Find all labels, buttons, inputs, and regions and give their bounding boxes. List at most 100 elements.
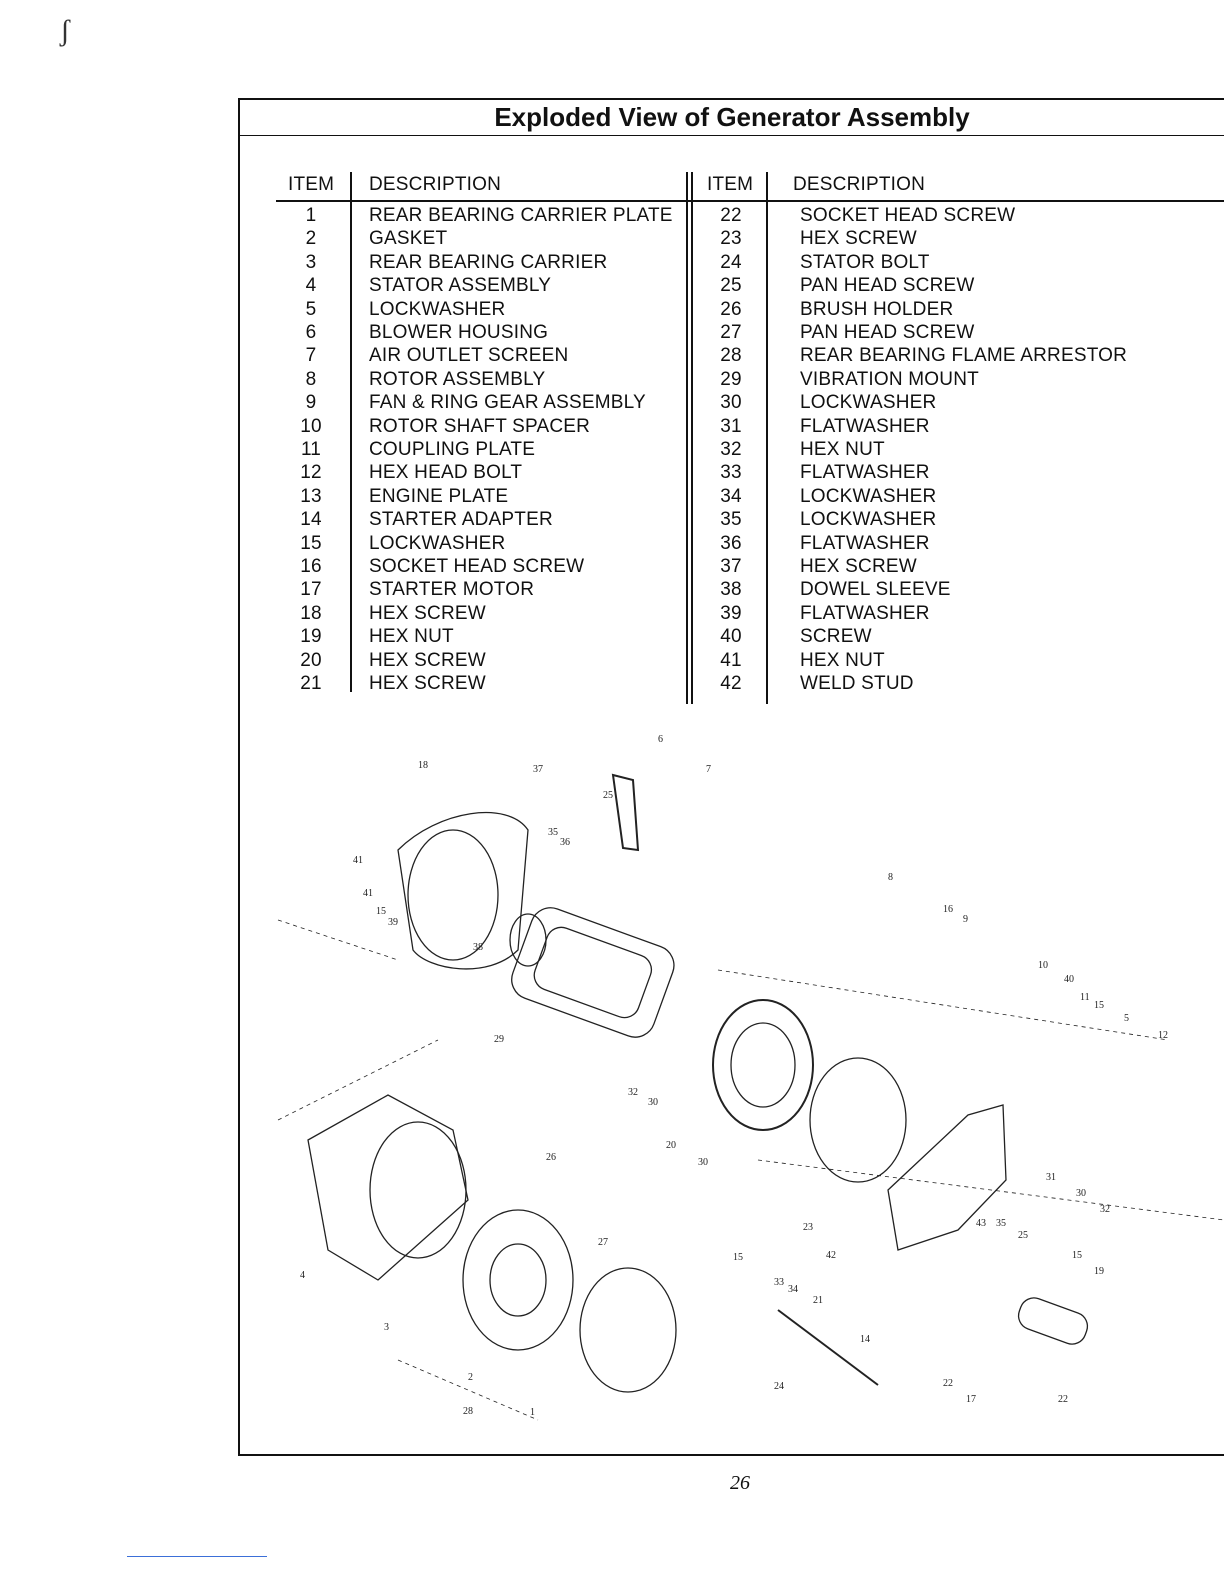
item-number: 29: [720, 368, 742, 390]
blower-housing-opening: [407, 829, 499, 961]
item-number: 11: [300, 439, 322, 460]
item-number: 27: [720, 322, 742, 343]
item-description: WELD STUD: [800, 673, 914, 694]
item-description: HEX SCREW: [369, 649, 486, 671]
item-number: 22: [720, 205, 742, 226]
item-description: BLOWER HOUSING: [369, 322, 549, 343]
rotor-shaft-end: [509, 913, 547, 967]
item-number: 21: [300, 673, 322, 694]
diagram-callout: 16: [943, 904, 953, 915]
column-divider-right: [766, 172, 768, 704]
item-number: 17: [300, 579, 322, 601]
item-description: LOCKWASHER: [800, 392, 937, 414]
item-description: HEX NUT: [369, 626, 454, 648]
item-description: FAN & RING GEAR ASSEMBLY: [369, 392, 646, 414]
diagram-callout: 33: [774, 1277, 784, 1288]
item-description: HEX SCREW: [800, 228, 917, 250]
item-description: STARTER MOTOR: [369, 579, 535, 601]
diagram-callout: 4: [300, 1270, 305, 1281]
diagram-callout: 11: [1080, 992, 1090, 1003]
diagram-callout: 29: [494, 1034, 504, 1045]
diagram-callout: 30: [1076, 1188, 1086, 1199]
diagram-callout: 23: [803, 1222, 813, 1233]
item-description: HEX SCREW: [369, 602, 486, 624]
diagram-callout: 38: [473, 942, 483, 953]
page-number: 26: [730, 1472, 750, 1494]
diagram-callout: 2: [468, 1372, 473, 1383]
item-description: REAR BEARING CARRIER: [369, 251, 608, 273]
item-number: 36: [720, 532, 742, 554]
diagram-callout: 8: [888, 872, 893, 883]
stator-housing-part: [307, 1094, 469, 1281]
item-description: ROTOR ASSEMBLY: [369, 368, 546, 390]
page-title: Exploded View of Generator Assembly: [240, 100, 1224, 136]
blower-housing-part: [397, 811, 529, 970]
diagram-callout: 37: [533, 764, 543, 775]
diagram-callout: 35: [996, 1218, 1006, 1229]
item-number: 38: [720, 579, 742, 601]
item-description: REAR BEARING CARRIER PLATE: [369, 205, 673, 226]
item-number: 12: [300, 462, 322, 484]
diagram-callout: 1: [530, 1407, 535, 1418]
item-number: 41: [720, 649, 742, 671]
item-description: LOCKWASHER: [800, 509, 937, 531]
item-description: VIBRATION MOUNT: [800, 368, 979, 390]
item-number: 23: [720, 228, 742, 250]
column-divider-double-b: [691, 172, 693, 704]
item-description: FLATWASHER: [800, 602, 930, 624]
coupling-plate-part: [809, 1057, 907, 1183]
fan-hub: [730, 1022, 796, 1108]
item-description: DOWEL SLEEVE: [800, 579, 951, 601]
item-description: HEX NUT: [800, 649, 885, 671]
diagram-callout: 41: [353, 855, 363, 866]
diagram-callout: 10: [1038, 960, 1048, 971]
item-description: STARTER ADAPTER: [369, 509, 553, 531]
item-description: SOCKET HEAD SCREW: [800, 205, 1016, 226]
diagram-callout: 21: [813, 1295, 823, 1306]
diagram-callout: 27: [598, 1237, 608, 1248]
item-number: 1: [305, 205, 317, 226]
stator-bolt-part: [777, 1309, 879, 1386]
diagram-callout: 15: [1072, 1250, 1082, 1261]
item-description: LOCKWASHER: [369, 532, 506, 554]
diagram-callout: 20: [666, 1140, 676, 1151]
item-description: COUPLING PLATE: [369, 439, 536, 460]
diagram-callout: 30: [648, 1097, 658, 1108]
diagram-callout: 39: [388, 917, 398, 928]
item-number: 37: [720, 556, 742, 577]
diagram-callout: 30: [698, 1157, 708, 1168]
rotor-assembly-part: [533, 926, 653, 1019]
item-description: HEX HEAD BOLT: [369, 462, 523, 484]
diagram-callout: 14: [860, 1334, 870, 1345]
item-description: FLATWASHER: [800, 415, 930, 437]
diagram-callout: 15: [1094, 1000, 1104, 1011]
diagram-callout: 7: [706, 764, 711, 775]
diagram-callout: 35: [548, 827, 558, 838]
item-description: STATOR ASSEMBLY: [369, 275, 552, 297]
item-description: AIR OUTLET SCREEN: [369, 345, 569, 367]
fan-ring-gear-part: [712, 999, 814, 1131]
diagram-callout: 31: [1046, 1172, 1056, 1183]
item-description: LOCKWASHER: [369, 298, 506, 320]
item-number: 4: [305, 275, 317, 297]
item-number: 35: [720, 509, 742, 531]
header-rule: [276, 200, 1224, 202]
item-number: 39: [720, 602, 742, 624]
diagram-callout: 15: [733, 1252, 743, 1263]
item-number: 20: [300, 649, 322, 671]
item-number: 13: [300, 485, 322, 507]
description-column-header-right: DESCRIPTION: [793, 174, 926, 195]
diagram-callout: 3: [384, 1322, 389, 1333]
diagram-callout: 17: [966, 1394, 976, 1405]
item-number: 25: [720, 275, 742, 297]
item-description: REAR BEARING FLAME ARRESTOR: [800, 345, 1128, 367]
item-number: 34: [720, 485, 742, 507]
item-number: 3: [305, 251, 317, 273]
rear-bearing-carrier-hub: [489, 1243, 547, 1317]
item-description: HEX SCREW: [800, 556, 917, 577]
stator-housing-opening: [369, 1121, 467, 1259]
diagram-callout: 28: [463, 1406, 473, 1417]
item-number: 10: [300, 415, 322, 437]
diagram-callout: 26: [546, 1152, 556, 1163]
item-number: 9: [305, 392, 317, 414]
